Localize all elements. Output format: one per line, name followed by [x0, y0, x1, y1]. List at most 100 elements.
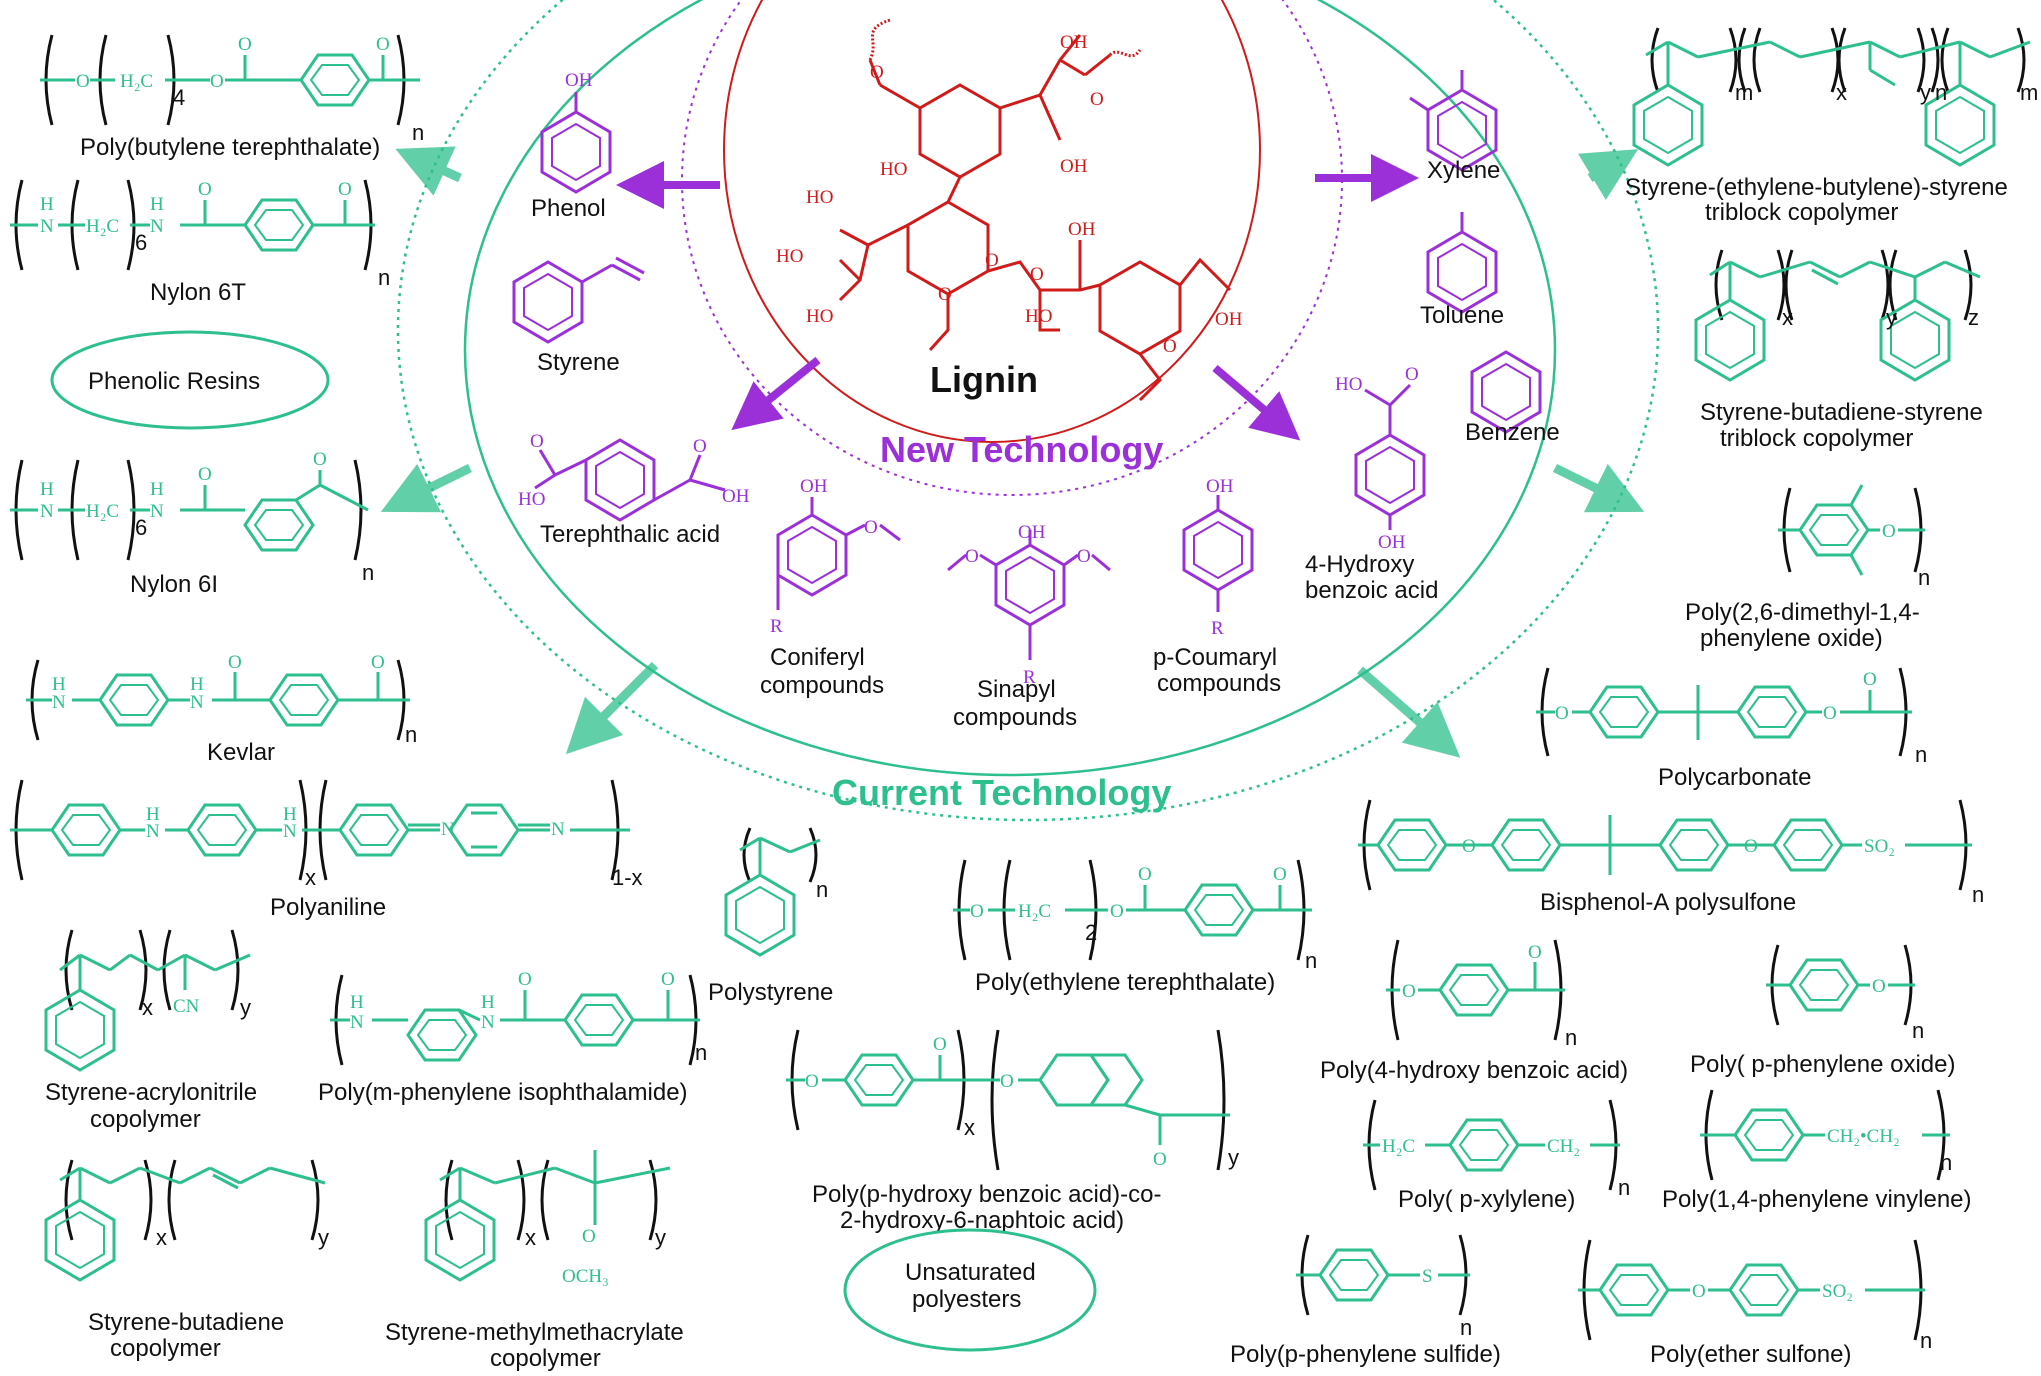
current-technology-ring — [396, 0, 1660, 822]
psu-n: n — [1972, 882, 1984, 907]
polymer-ppo-dimethyl: O n Poly(2,6-dimethyl-1,4- phenylene oxi… — [1685, 484, 1930, 652]
pc-o-1: O — [1555, 703, 1569, 724]
lignin-label: Lignin — [930, 359, 1038, 400]
coniferyl-label-1: Coniferyl — [770, 644, 865, 671]
polymer-polysulfone: O O SO₂ n Bisphenol-A polysulfone — [1358, 799, 1984, 916]
polymer-pps: S n Poly(p-phenylene sulfide) — [1230, 1234, 1501, 1368]
kevlar-o-2: O — [371, 652, 385, 673]
lignin-ring — [723, 0, 1261, 443]
pmpi-h-2: H — [481, 992, 495, 1013]
coumaryl-label-1: p-Coumaryl — [1153, 644, 1277, 671]
kevlar-label: Kevlar — [207, 739, 275, 766]
pmpi-label: Poly(m-phenylene isophthalamide) — [318, 1079, 688, 1106]
nylon6i-o-2: O — [313, 449, 327, 470]
sb-x: x — [156, 1225, 167, 1250]
lignin-o-3: O — [985, 250, 999, 271]
pbt-n: n — [412, 120, 424, 145]
pes-so2: SO₂ — [1822, 1281, 1853, 1302]
current-technology-inner-ring — [463, 0, 1557, 777]
kevlar-n-1: N — [52, 692, 66, 713]
kevlar-n: n — [405, 722, 417, 747]
polymer-ppv: CH₂•CH₂ n Poly(1,4-phenylene vinylene) — [1662, 1089, 1972, 1213]
hba-oh: OH — [1378, 532, 1406, 553]
lignin-o-6: O — [1163, 336, 1177, 357]
lignin-oh-2: OH — [1060, 156, 1088, 177]
pes-label: Poly(ether sulfone) — [1650, 1341, 1851, 1368]
polymer-pet: O H₂C 2 O O O n Poly(ethylene terephthal… — [953, 859, 1317, 996]
phenolic-label: Phenolic Resins — [88, 368, 260, 395]
nylon6i-n: n — [362, 560, 374, 585]
sebs-m-1: m — [1735, 80, 1753, 105]
polymer-polycarbonate: O O O n Polycarbonate — [1536, 667, 1927, 791]
ppx-h2c: H₂C — [1382, 1136, 1415, 1157]
xylene-label: Xylene — [1427, 157, 1500, 184]
nylon6t-n: n — [378, 265, 390, 290]
sinapyl-label-2: compounds — [953, 704, 1077, 731]
polymer-sbs: x y z Styrene-butadiene-styrene triblock… — [1694, 249, 1983, 452]
pani-n-2: N — [283, 821, 297, 842]
pbt-o-1: O — [76, 71, 90, 92]
new-technology-arrows — [616, 154, 1419, 441]
pmpi-n-1: N — [350, 1012, 364, 1033]
arrow-to-nylon6i — [380, 463, 472, 513]
psu-o-1: O — [1462, 836, 1476, 857]
phba-n: n — [1565, 1025, 1577, 1050]
pet-o-1: O — [970, 901, 984, 922]
lignin-structure — [838, 18, 1232, 402]
sbs-label-1: Styrene-butadiene-styrene — [1700, 399, 1983, 426]
kevlar-o-1: O — [228, 652, 242, 673]
hba-label-2: benzoic acid — [1305, 577, 1438, 604]
monomer-p-coumaryl: OH R p-Coumaryl compounds — [1153, 476, 1281, 697]
polymer-pmpi: H N H N O O n Poly(m-phenylene isophthal… — [318, 969, 707, 1106]
monomer-phenol: OH Phenol — [531, 70, 612, 222]
polymer-pes: O SO₂ n Poly(ether sulfone) — [1578, 1239, 1932, 1368]
benzene-label: Benzene — [1465, 419, 1560, 446]
monomer-benzene: Benzene — [1465, 350, 1560, 446]
coniferyl-r: R — [770, 616, 783, 637]
polymer-san: CN x y Styrene-acrylonitrile copolymer — [44, 929, 257, 1133]
pc-o-3: O — [1863, 669, 1877, 690]
nylon6t-n-1: N — [40, 216, 54, 237]
arrow-to-terephthalic — [731, 356, 821, 431]
polyaniline-label: Polyaniline — [270, 894, 386, 921]
lignin-oh-4: OH — [1215, 309, 1243, 330]
pes-o: O — [1692, 1281, 1706, 1302]
terephthalic-acid-label: Terephthalic acid — [540, 521, 720, 548]
smma-label-1: Styrene-methylmethacrylate — [385, 1319, 684, 1346]
ppv-n: n — [1940, 1150, 1952, 1175]
unsat-label-2: polyesters — [912, 1286, 1021, 1313]
smma-och3: OCH₃ — [562, 1266, 609, 1287]
lignin-o-4: O — [1030, 264, 1044, 285]
nylon6t-h2c: H₂C — [86, 216, 119, 237]
polymer-poly-p-phenylene-oxide: O n Poly( p-phenylene oxide) — [1690, 944, 1956, 1078]
polymer-polyaniline: H N H N N N x 1-x Polyaniline — [10, 779, 643, 921]
pbt-h2c: H₂C — [120, 71, 153, 92]
sbs-x: x — [1782, 305, 1793, 330]
pmpi-n: n — [695, 1040, 707, 1065]
pani-n-4: N — [551, 819, 565, 840]
psu-label: Bisphenol-A polysulfone — [1540, 889, 1796, 916]
pet-label: Poly(ethylene terephthalate) — [975, 969, 1275, 996]
lignin-oh-3: OH — [1068, 219, 1096, 240]
sinapyl-oh: OH — [1018, 522, 1046, 543]
ppv-ch2ch2: CH₂•CH₂ — [1827, 1126, 1900, 1147]
unsat-label-1: Unsaturated — [905, 1259, 1036, 1286]
pc-n: n — [1915, 742, 1927, 767]
lignin-o-5: O — [938, 284, 952, 305]
lcp-o-1: O — [805, 1071, 819, 1092]
kevlar-n-2: N — [190, 692, 204, 713]
nylon6i-label: Nylon 6I — [130, 571, 218, 598]
pani-x: x — [305, 865, 316, 890]
ppox-o: O — [1872, 976, 1886, 997]
new-technology-label: New Technology — [880, 429, 1163, 470]
pc-label: Polycarbonate — [1658, 764, 1811, 791]
arrow-to-pc — [1357, 666, 1461, 758]
ppox-n: n — [1912, 1018, 1924, 1043]
polymer-pbt: O H₂C 4 O O O n Poly(butylene terephthal… — [40, 34, 424, 161]
pet-o-2: O — [1110, 901, 1124, 922]
san-x: x — [142, 995, 153, 1020]
lignin-oh-1: OH — [1060, 32, 1088, 53]
monomer-4-hydroxybenzoic-acid: HO O OH 4-Hydroxy benzoic acid — [1305, 364, 1438, 604]
pani-n-3: N — [441, 819, 455, 840]
san-label-1: Styrene-acrylonitrile — [45, 1079, 257, 1106]
